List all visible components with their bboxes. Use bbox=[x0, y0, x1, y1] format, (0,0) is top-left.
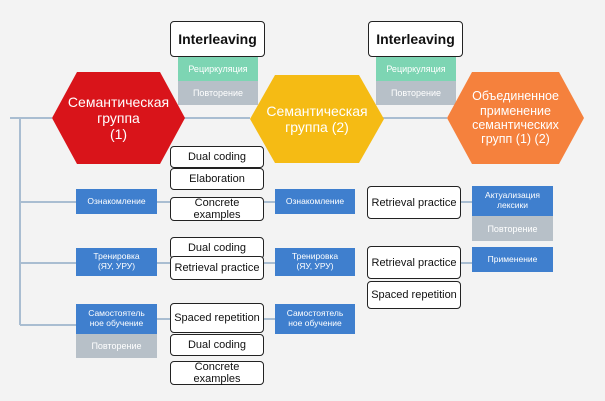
technique-dual-coding-3: Dual coding bbox=[170, 334, 264, 356]
technique-dual-coding-1: Dual coding bbox=[170, 146, 264, 168]
repetition-box-top-2: Повторение bbox=[376, 81, 456, 105]
hexagon-group-2-label: Семантическая группа (2) bbox=[266, 102, 368, 135]
technique-elaboration: Elaboration bbox=[170, 168, 264, 190]
repetition-box-left: Повторение bbox=[76, 334, 157, 358]
stage-familiarization-1: Ознакомление bbox=[76, 189, 157, 214]
hexagon-combined-label: Объединенное применение семантических гр… bbox=[472, 89, 559, 147]
technique-concrete-examples-2: Concrete examples bbox=[170, 361, 264, 385]
technique-spaced-repetition-1: Spaced repetition bbox=[170, 303, 264, 333]
stage-self-study-1: Самостоятель ное обучение bbox=[76, 304, 157, 334]
stage-application: Применение bbox=[472, 247, 553, 272]
interleaving-box-2: Interleaving bbox=[368, 21, 463, 57]
technique-retrieval-practice-3: Retrieval practice bbox=[367, 246, 461, 279]
repetition-box-right: Повторение bbox=[472, 216, 553, 241]
stage-familiarization-2: Ознакомление bbox=[275, 189, 355, 214]
hexagon-group-1 bbox=[52, 72, 185, 164]
technique-spaced-repetition-2: Spaced repetition bbox=[367, 281, 461, 309]
technique-retrieval-practice-1: Retrieval practice bbox=[170, 256, 264, 280]
recirculation-box-1: Рециркуляция bbox=[178, 57, 258, 81]
stage-actualization: Актуализация лексики bbox=[472, 186, 553, 216]
stage-training-2: Тренировка (ЯУ, УРУ) bbox=[275, 248, 355, 276]
repetition-box-top-1: Повторение bbox=[178, 81, 258, 105]
hexagon-group-2 bbox=[250, 75, 384, 163]
hexagon-group-1-label: Семантическая группа (1) bbox=[67, 93, 170, 143]
technique-concrete-examples-1: Concrete examples bbox=[170, 197, 264, 221]
technique-dual-coding-2: Dual coding bbox=[170, 237, 264, 259]
technique-retrieval-practice-2: Retrieval practice bbox=[367, 186, 461, 219]
stage-self-study-2: Самостоятель ное обучение bbox=[275, 304, 355, 334]
hexagon-combined bbox=[447, 72, 584, 164]
interleaving-box-1: Interleaving bbox=[170, 21, 265, 57]
stage-training-1: Тренировка (ЯУ, УРУ) bbox=[76, 248, 157, 276]
recirculation-box-2: Рециркуляция bbox=[376, 57, 456, 81]
